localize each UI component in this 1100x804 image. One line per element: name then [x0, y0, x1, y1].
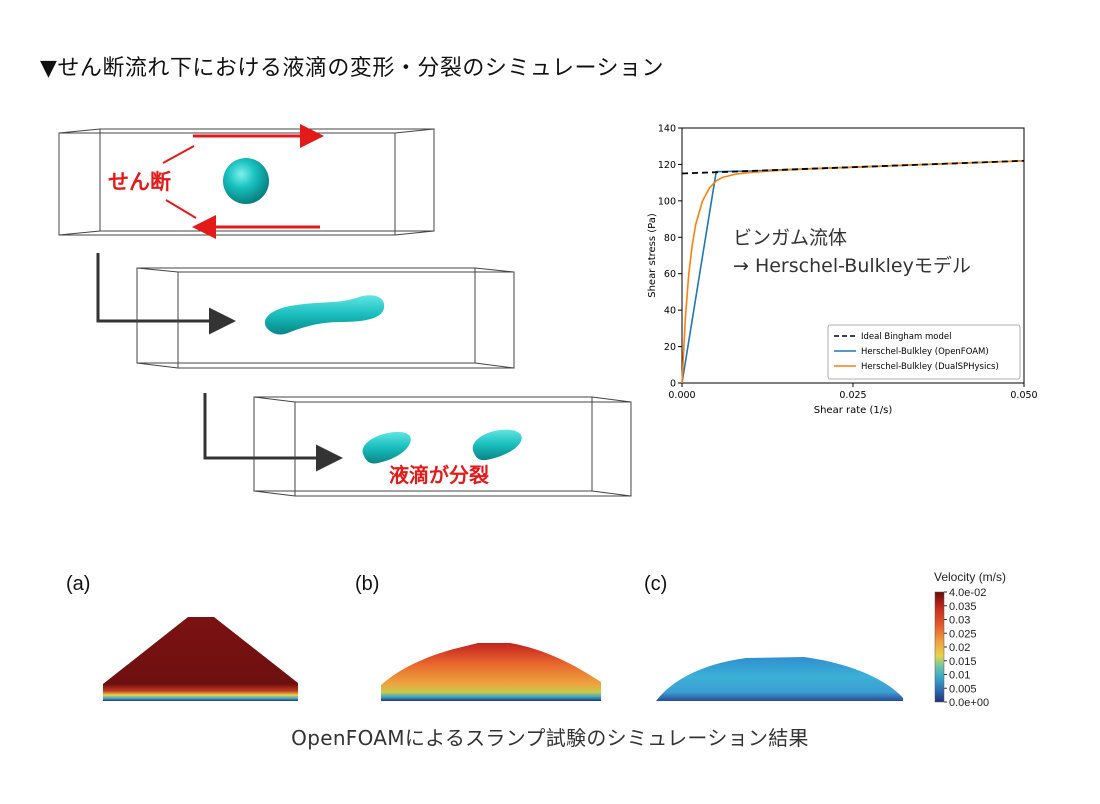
chart-note-line-2: → Herschel-Bulkleyモデル [733, 255, 971, 277]
colorbar-label: 0.02 [949, 642, 970, 654]
slump-shape-b [381, 643, 601, 701]
colorbar-title: Velocity (m/s) [934, 570, 1006, 584]
elongated-droplet [264, 295, 385, 335]
x-tick-label: 0.050 [1010, 390, 1037, 401]
page-title: ▼せん断流れ下における液滴の変形・分裂のシミュレーション [40, 56, 665, 81]
y-tick-label: 60 [664, 269, 676, 280]
colorbar-label: 0.01 [949, 670, 970, 682]
colorbar-label: 0.025 [949, 628, 977, 640]
chart-note-line-1: ビンガム流体 [733, 227, 848, 249]
split-droplet-left [362, 431, 411, 464]
x-tick-label: 0.000 [668, 390, 695, 401]
x-axis-label: Shear rate (1/s) [814, 405, 893, 416]
split-label: 液滴が分裂 [389, 463, 489, 487]
colorbar-label: 0.005 [949, 683, 977, 695]
panel-label-c: (c) [644, 573, 668, 595]
y-tick-label: 140 [658, 124, 676, 135]
slump-shape-a [103, 617, 298, 701]
y-axis-label: Shear stress (Pa) [647, 213, 658, 298]
velocity-colorbar [934, 591, 945, 703]
shear-label: せん断 [108, 170, 171, 194]
series-line-0 [681, 159, 1025, 175]
y-tick-label: 0 [670, 379, 676, 390]
flow-arrow-1 [96, 253, 236, 335]
spherical-droplet [223, 158, 269, 204]
y-tick-label: 100 [658, 196, 676, 207]
simulation-box-2 [136, 267, 515, 369]
colorbar-label: 0.035 [949, 601, 977, 613]
legend-label-0: Ideal Bingham model [861, 332, 951, 342]
colorbar-label: 0.0e+00 [949, 697, 989, 709]
slump-shape-c [656, 657, 903, 701]
x-tick-label: 0.025 [839, 390, 866, 401]
chart-note: ビンガム流体 → Herschel-Bulkleyモデル [733, 224, 971, 280]
y-tick-label: 20 [664, 342, 676, 353]
droplet-shear-diagram: せん断 液滴が分裂 [58, 124, 632, 497]
slump-simulation-results: Velocity (m/s) 4.0e-02 0.035 0.030.025 0.02… [103, 570, 1006, 709]
split-droplet-right [472, 429, 522, 461]
panel-label-b: (b) [355, 573, 380, 595]
shear-pointer-upper [162, 145, 195, 164]
y-tick-label: 120 [658, 160, 676, 171]
y-tick-label: 80 [664, 233, 676, 244]
y-tick-label: 40 [664, 306, 676, 317]
legend-box [827, 324, 1021, 380]
shear-pointer-lower [165, 199, 197, 219]
panel-label-a: (a) [66, 573, 91, 595]
legend-label-2: Herschel-Bulkley (DualSPHysics) [861, 362, 999, 372]
colorbar-label: 0.015 [949, 656, 977, 668]
flow-arrow-2 [203, 393, 343, 472]
colorbar-label: 0.03 [949, 615, 970, 627]
slump-caption: OpenFOAMによるスランプ試験のシミュレーション結果 [291, 726, 809, 750]
colorbar-label: 4.0e-02 [949, 587, 986, 599]
simulation-box-3 [253, 396, 632, 497]
legend-label-1: Herschel-Bulkley (OpenFOAM) [861, 347, 989, 357]
